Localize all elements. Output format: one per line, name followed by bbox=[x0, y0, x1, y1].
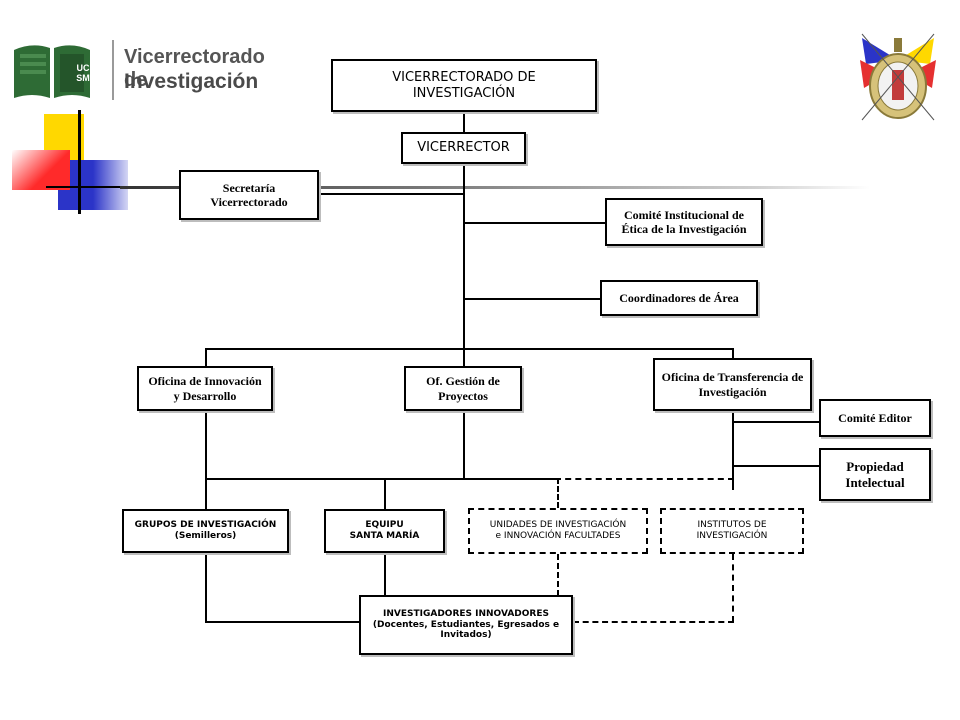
institutos-box: INSTITUTOS DE INVESTIGACIÓN bbox=[660, 508, 804, 554]
comite-etica-box: Comité Institucional de Ética de la Inve… bbox=[605, 198, 763, 246]
connector bbox=[463, 222, 606, 224]
decor-horizontal-line bbox=[46, 186, 140, 188]
coordinadores-box: Coordinadores de Área bbox=[600, 280, 758, 316]
connector bbox=[205, 552, 207, 622]
investigadores-box: INVESTIGADORES INNOVADORES (Docentes, Es… bbox=[359, 595, 573, 655]
dashed-connector bbox=[573, 621, 734, 623]
connector bbox=[463, 111, 465, 133]
grupos-investigacion-box: GRUPOS DE INVESTIGACIÓN (Semilleros) bbox=[122, 509, 289, 553]
connector bbox=[463, 298, 601, 300]
connector bbox=[463, 163, 465, 349]
connector bbox=[384, 552, 386, 596]
vicerrectorado-logo: UC SM Vicerrectorado de Investigación bbox=[12, 40, 282, 102]
logo-badge: UC SM bbox=[76, 63, 90, 83]
crest-icon bbox=[860, 33, 936, 121]
connector bbox=[463, 348, 465, 366]
vicerrector-box: VICERRECTOR bbox=[401, 132, 526, 164]
book-logo-icon bbox=[14, 45, 90, 98]
comite-editor-box: Comité Editor bbox=[819, 399, 931, 437]
dashed-connector bbox=[555, 478, 734, 480]
decor-long-line bbox=[120, 186, 870, 189]
gestion-proyectos-box: Of. Gestión de Proyectos bbox=[404, 366, 522, 411]
connector bbox=[732, 421, 820, 423]
connector bbox=[205, 621, 360, 623]
connector bbox=[732, 348, 734, 360]
oficina-innovacion-box: Oficina de Innovación y Desarrollo bbox=[137, 366, 273, 411]
connector bbox=[732, 410, 734, 490]
dashed-connector bbox=[557, 478, 559, 508]
propiedad-intelectual-box: Propiedad Intelectual bbox=[819, 448, 931, 501]
connector bbox=[384, 478, 386, 510]
connector bbox=[463, 410, 465, 480]
logo-title-line1: Vicerrectorado de bbox=[124, 46, 265, 91]
logo-title-line2: Investigación bbox=[124, 70, 259, 93]
connector bbox=[205, 348, 734, 350]
secretaria-box: Secretaría Vicerrectorado bbox=[179, 170, 319, 220]
connector bbox=[205, 348, 207, 366]
connector bbox=[732, 465, 820, 467]
decor-vertical-line bbox=[78, 110, 81, 214]
logo-divider bbox=[112, 40, 114, 100]
connector bbox=[205, 410, 207, 510]
decor-red-square bbox=[12, 150, 70, 190]
decor-squares bbox=[10, 110, 140, 220]
transferencia-box: Oficina de Transferencia de Investigació… bbox=[653, 358, 812, 411]
vicerrectorado-box: VICERRECTORADO DE INVESTIGACIÓN bbox=[331, 59, 597, 112]
connector bbox=[205, 478, 555, 480]
dashed-connector bbox=[557, 554, 559, 596]
connector bbox=[318, 193, 464, 195]
unidades-investigacion-box: UNIDADES DE INVESTIGACIÓN e INNOVACIÓN F… bbox=[468, 508, 648, 554]
dashed-connector bbox=[732, 554, 734, 622]
equipu-box: EQUIPU SANTA MARÍA bbox=[324, 509, 445, 553]
